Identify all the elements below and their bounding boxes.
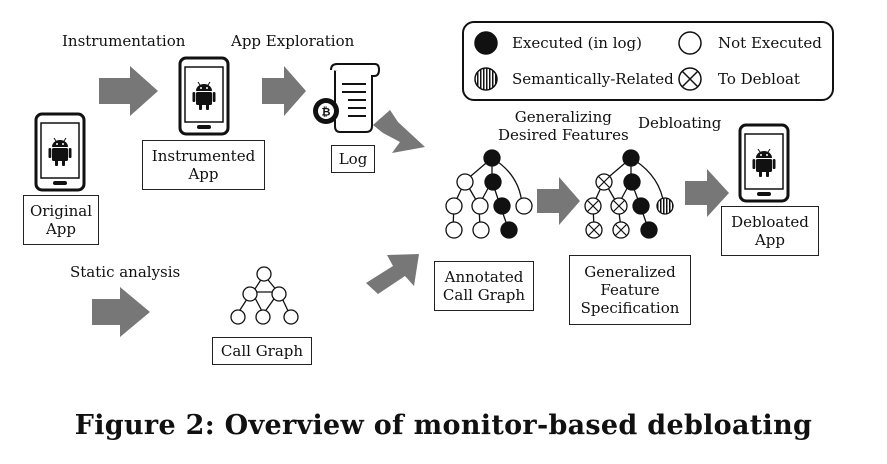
generalized-spec-line3: Specification [580, 299, 680, 317]
instrumented-app-label: Instrumented App [142, 140, 265, 190]
arrow-static-analysis [92, 287, 150, 337]
arrow-callgraph-to-annotated [366, 254, 419, 294]
legend-not-executed-label: Not Executed [718, 34, 822, 52]
original-app-phone-icon [34, 112, 86, 192]
original-app-label: Original App [23, 195, 99, 245]
call-graph-icon [230, 266, 299, 325]
step-app-exploration-label: App Exploration [231, 32, 355, 50]
svg-text:₿: ₿ [322, 106, 331, 119]
legend-executed-label: Executed (in log) [512, 34, 642, 52]
call-graph-text: Call Graph [220, 342, 304, 360]
log-text: Log [338, 150, 368, 168]
call-graph-label: Call Graph [212, 337, 312, 365]
debloated-app-line1: Debloated [731, 213, 809, 231]
annotated-call-graph-line1: Annotated [444, 268, 524, 286]
debloated-app-phone-icon [738, 123, 790, 203]
log-label: Log [331, 145, 375, 173]
instrumented-app-line1: Instrumented [151, 147, 256, 165]
generalized-spec-label: Generalized Feature Specification [569, 255, 691, 325]
step-static-analysis-label: Static analysis [70, 263, 181, 281]
gear-icon: ₿ [313, 98, 339, 124]
legend-executed-symbol [474, 31, 498, 55]
arrow-log-to-annotated [373, 110, 425, 153]
generalized-spec-graph-icon [584, 149, 674, 239]
flow-arrows [92, 66, 729, 337]
figure-caption: Figure 2: Overview of monitor-based debl… [74, 410, 813, 441]
legend-not-executed-symbol [678, 31, 702, 55]
annotated-call-graph-line2: Call Graph [442, 286, 526, 304]
generalized-spec-line2: Feature [600, 281, 660, 299]
arrow-app-exploration [262, 66, 306, 116]
legend-semantically-related-symbol [474, 67, 498, 91]
arrow-debloating [685, 169, 729, 217]
legend-box: Executed (in log) Not Executed Semantica… [462, 21, 834, 101]
original-app-line1: Original [29, 202, 93, 220]
generalized-spec-line1: Generalized [584, 263, 676, 281]
log-scroll-icon [330, 63, 381, 133]
arrow-generalizing [537, 177, 580, 225]
legend-to-debloat-symbol [678, 67, 702, 91]
annotated-call-graph-label: Annotated Call Graph [434, 261, 534, 311]
step-instrumentation-label: Instrumentation [62, 32, 186, 50]
step-debloating-label: Debloating [638, 114, 722, 132]
step-generalizing-line1: Generalizing [514, 108, 612, 126]
legend-to-debloat-label: To Debloat [718, 70, 800, 88]
annotated-call-graph-icon [445, 149, 533, 239]
step-generalizing-label: Generalizing Desired Features [498, 108, 629, 144]
legend-symbols [474, 31, 702, 91]
arrow-instrumentation [99, 66, 158, 116]
instrumented-app-phone-icon [178, 56, 230, 136]
debloated-app-label: Debloated App [721, 206, 819, 256]
legend-semantically-related-label: Semantically-Related [512, 70, 674, 88]
instrumented-app-line2: App [188, 165, 219, 183]
original-app-line2: App [45, 220, 77, 238]
debloated-app-line2: App [754, 231, 786, 249]
step-generalizing-line2: Desired Features [498, 126, 629, 144]
